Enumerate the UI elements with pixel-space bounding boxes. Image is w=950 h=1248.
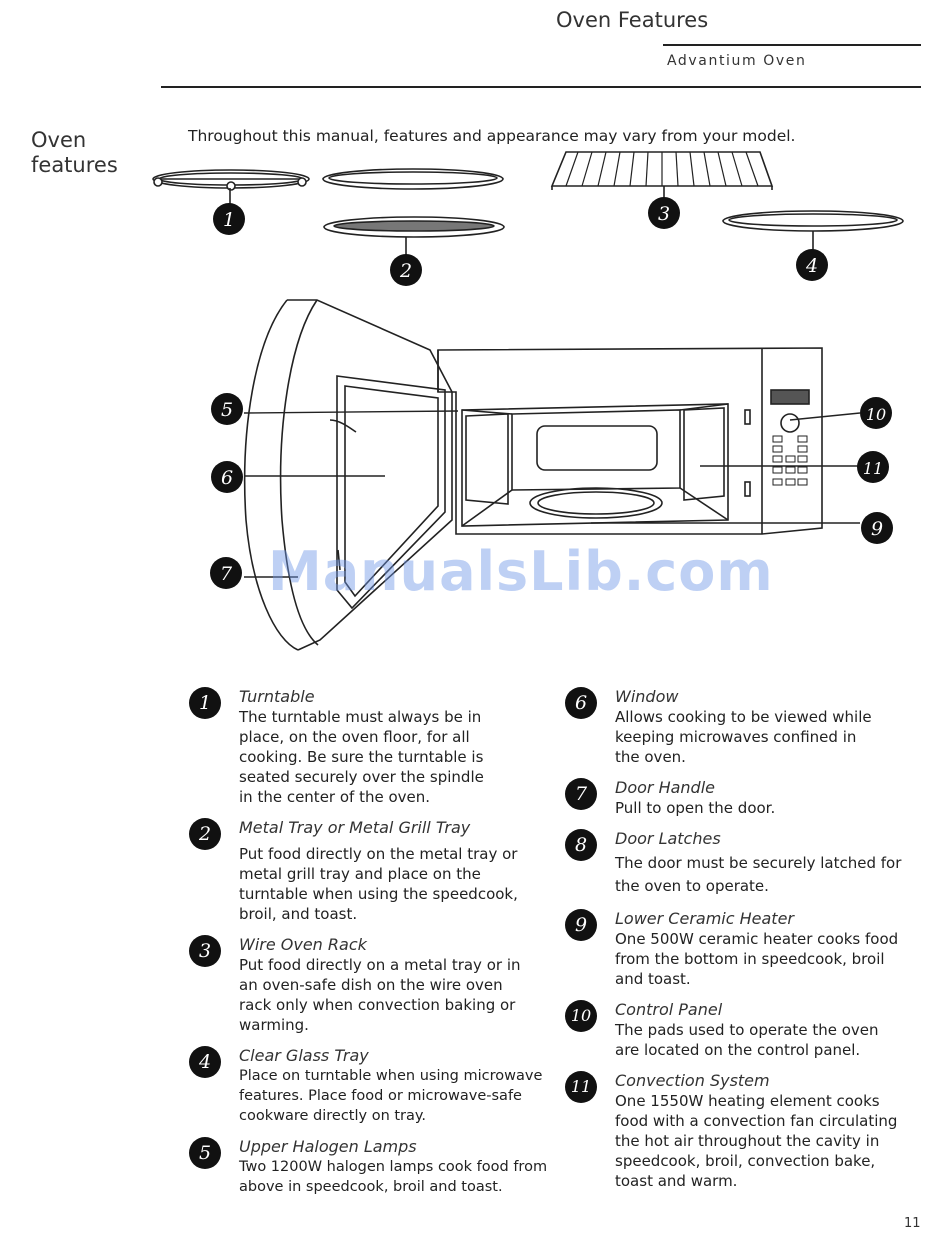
feature-title: Clear Glass Tray (239, 1046, 369, 1065)
svg-text:4: 4 (805, 255, 818, 277)
intro-text: Throughout this manual, features and app… (188, 127, 796, 145)
feature-number-badge: 2 (189, 818, 221, 850)
callout-5: 5 (211, 393, 243, 425)
feature-title: Control Panel (615, 1000, 723, 1019)
grill-tray-illustration (323, 216, 505, 255)
feature-item: 8 Door Latches The door must be securely… (565, 828, 925, 898)
feature-item: 5 Upper Halogen Lamps Two 1200W halogen … (189, 1136, 554, 1197)
feature-description: The turntable must always be in place, o… (239, 708, 484, 806)
feature-item: 11 Convection System One 1550W heating e… (565, 1070, 925, 1191)
callout-7: 7 (210, 557, 242, 589)
header-subtitle: Advantium Oven (667, 53, 807, 69)
feature-list-left: 1 Turntable The turntable must always be… (189, 686, 554, 1207)
feature-item: 1 Turntable The turntable must always be… (189, 686, 554, 807)
feature-number-badge: 1 (189, 687, 221, 719)
feature-description: The pads used to operate the oven are lo… (615, 1021, 879, 1059)
feature-number-badge: 7 (565, 778, 597, 810)
metal-tray-illustration (322, 168, 504, 190)
turntable-illustration (152, 169, 310, 205)
callout-3: 3 (648, 197, 680, 229)
oven-door-illustration (243, 299, 453, 651)
feature-title: Upper Halogen Lamps (239, 1137, 417, 1156)
callout-10: 10 (860, 397, 892, 429)
feature-description: Put food directly on the metal tray or m… (239, 845, 518, 923)
feature-title: Door Handle (615, 778, 715, 797)
feature-item: 3 Wire Oven Rack Put food directly on a … (189, 934, 554, 1035)
page-number: 11 (904, 1216, 921, 1231)
feature-description: Allows cooking to be viewed while keepin… (615, 708, 872, 766)
feature-number-badge: 8 (565, 829, 597, 861)
section-title: Oven features (31, 128, 118, 177)
svg-text:9: 9 (871, 518, 883, 540)
glass-tray-illustration (722, 210, 904, 250)
feature-title: Window (615, 687, 679, 706)
callout-2: 2 (390, 254, 422, 286)
feature-description: Pull to open the door. (615, 799, 776, 817)
feature-number-badge: 5 (189, 1137, 221, 1169)
feature-item: 4 Clear Glass Tray Place on turntable wh… (189, 1045, 554, 1126)
svg-text:6: 6 (221, 467, 233, 489)
feature-number-badge: 10 (565, 1000, 597, 1032)
header-rule-long (161, 86, 921, 88)
feature-title: Door Latches (615, 829, 721, 848)
wire-rack-illustration (550, 151, 774, 198)
feature-list-right: 6 Window Allows cooking to be viewed whi… (565, 686, 925, 1201)
feature-item: 7 Door Handle Pull to open the door. (565, 777, 925, 818)
svg-text:2: 2 (399, 260, 412, 282)
feature-title: Convection System (615, 1071, 770, 1090)
svg-text:5: 5 (221, 399, 233, 421)
feature-description: Place on turntable when using microwave … (239, 1068, 543, 1124)
feature-number-badge: 4 (189, 1046, 221, 1078)
feature-number-badge: 11 (565, 1071, 597, 1103)
callout-11: 11 (857, 451, 889, 483)
feature-title: Lower Ceramic Heater (615, 909, 794, 928)
svg-text:10: 10 (866, 405, 886, 424)
feature-item: 6 Window Allows cooking to be viewed whi… (565, 686, 925, 767)
oven-illustration: 1 2 3 4 5 6 7 9 10 11 (152, 151, 904, 651)
feature-number-badge: 3 (189, 935, 221, 967)
svg-text:11: 11 (863, 459, 883, 478)
watermark: ManualsLib.com (268, 540, 774, 603)
feature-description: Put food directly on a metal tray or in … (239, 956, 521, 1034)
feature-item: 2 Metal Tray or Metal Grill Tray Put foo… (189, 817, 554, 924)
feature-number-badge: 6 (565, 687, 597, 719)
svg-text:3: 3 (658, 203, 670, 225)
callout-4: 4 (796, 249, 828, 281)
header-rule-short (663, 44, 921, 46)
leader-lines (243, 410, 861, 578)
callout-6: 6 (211, 461, 243, 493)
callout-1: 1 (213, 203, 245, 235)
feature-title: Turntable (239, 687, 315, 706)
feature-title: Wire Oven Rack (239, 935, 367, 954)
feature-description: One 1550W heating element cooks food wit… (615, 1092, 898, 1190)
feature-item: 10 Control Panel The pads used to operat… (565, 999, 925, 1060)
oven-body-illustration (437, 347, 823, 535)
feature-title: Metal Tray or Metal Grill Tray (239, 818, 471, 837)
svg-text:1: 1 (223, 209, 235, 231)
feature-description: The door must be securely latched for th… (615, 854, 902, 895)
header-title: Oven Features (556, 8, 709, 32)
feature-description: Two 1200W halogen lamps cook food from a… (239, 1159, 548, 1195)
feature-description: One 500W ceramic heater cooks food from … (615, 930, 899, 988)
callout-9: 9 (861, 512, 893, 544)
feature-item: 9 Lower Ceramic Heater One 500W ceramic … (565, 908, 925, 989)
feature-number-badge: 9 (565, 909, 597, 941)
svg-text:7: 7 (220, 563, 233, 585)
